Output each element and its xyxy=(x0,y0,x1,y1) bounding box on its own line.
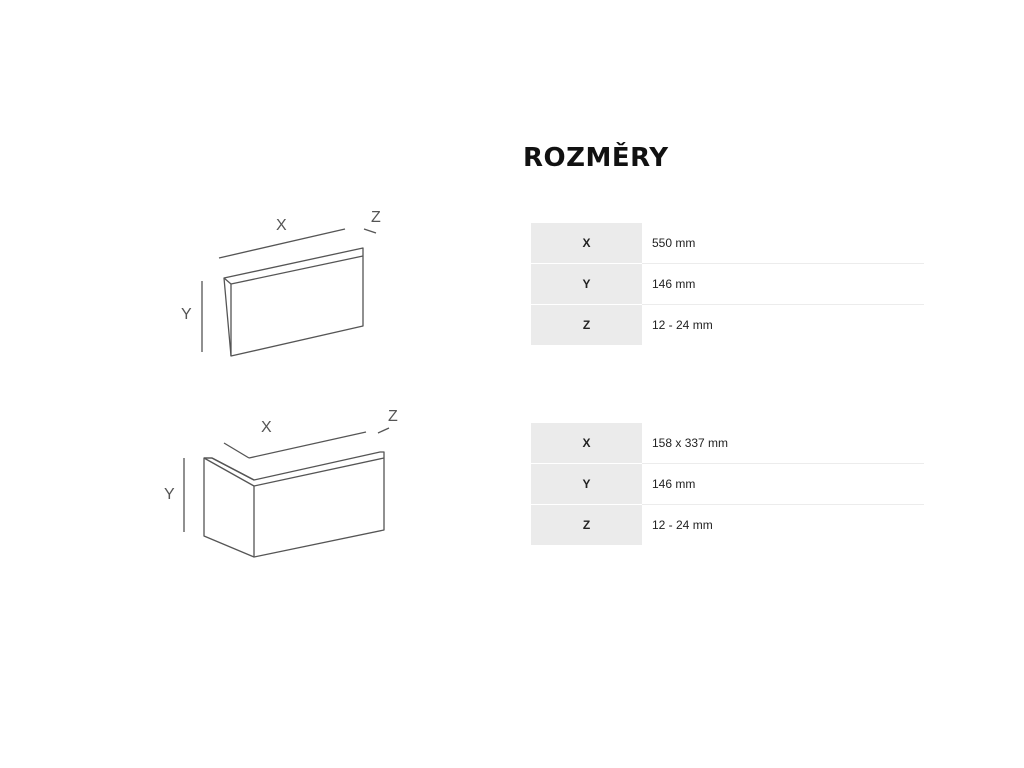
dimension-value: 158 x 337 mm xyxy=(642,423,924,464)
z-label: Z xyxy=(371,209,381,226)
y-label: Y xyxy=(164,486,175,503)
dimension-value: 550 mm xyxy=(642,223,924,264)
dimension-key: Z xyxy=(531,504,642,545)
table-row: Y 146 mm xyxy=(531,263,924,305)
dimension-key: X xyxy=(531,223,642,264)
page-title: ROZMĚRY xyxy=(523,143,669,173)
x-label: X xyxy=(261,419,272,436)
table-row: Z 12 - 24 mm xyxy=(531,304,924,345)
y-label: Y xyxy=(181,306,192,323)
dimension-value: 146 mm xyxy=(642,463,924,505)
x-dimension-line-right xyxy=(248,431,367,459)
corner-inner-edge-left xyxy=(211,457,255,481)
table-row: Z 12 - 24 mm xyxy=(531,504,924,545)
tile-edge-top xyxy=(223,277,232,285)
x-dimension-line xyxy=(218,228,346,259)
table-row: Y 146 mm xyxy=(531,463,924,505)
dimension-key: Y xyxy=(531,463,642,505)
dimension-value: 12 - 24 mm xyxy=(652,318,713,332)
z-dimension-line xyxy=(363,228,377,234)
table-row: X 550 mm xyxy=(531,223,924,264)
dimension-value: 12 - 24 mm xyxy=(652,518,713,532)
x-label: X xyxy=(276,217,287,234)
straight-tile-dimensions-table: X 550 mm Y 146 mm Z 12 - 24 mm xyxy=(531,223,924,345)
corner-front-top-edge xyxy=(253,457,385,487)
dimension-key: Y xyxy=(531,263,642,305)
table-row: X 158 x 337 mm xyxy=(531,423,924,464)
corner-tile-dimensions-table: X 158 x 337 mm Y 146 mm Z 12 - 24 mm xyxy=(531,423,924,545)
z-dimension-line xyxy=(377,427,390,434)
dimension-key: X xyxy=(531,423,642,464)
dimension-value: 146 mm xyxy=(642,263,924,305)
tile-edge-front-top xyxy=(230,255,364,285)
z-label: Z xyxy=(388,408,398,425)
dimension-key: Z xyxy=(531,304,642,345)
x-dimension-line-left xyxy=(223,442,250,459)
tile-outline xyxy=(223,247,364,357)
corner-left-face-top xyxy=(203,457,255,487)
